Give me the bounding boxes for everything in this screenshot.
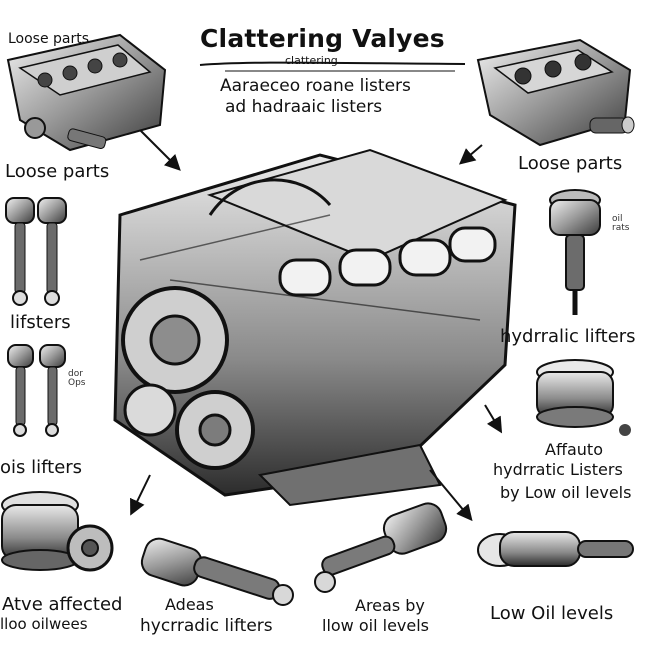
subtitle-3: ad hadraaic listers (225, 97, 383, 117)
subtitle-1: clattering (285, 54, 338, 67)
bottom-right-lifter (314, 502, 448, 593)
label-bottom-1-b: lloo oilwees (0, 615, 88, 633)
label-left-mid: lifsters (10, 312, 71, 333)
label-bottom-3-b: llow oil levels (322, 616, 429, 635)
pulleys (121, 286, 255, 470)
label-tiny-right: oil rats (612, 214, 630, 233)
title-underline (199, 61, 466, 72)
label-bottom-4: Low Oil levels (490, 603, 614, 624)
right-hydraulic-lifter (549, 189, 601, 315)
label-tiny-left: dor Ops (68, 369, 86, 388)
label-top-left: Loose parts (8, 31, 90, 47)
label-bottom-2-a: Adeas (165, 595, 214, 614)
engine-top-left (6, 33, 167, 152)
label-left-low: ois lifters (0, 457, 83, 478)
diagram-title: Clattering Valyes (200, 24, 445, 53)
right-lower-part (536, 359, 631, 436)
label-left-upper: Loose parts (5, 161, 110, 182)
cylinder-ports (278, 226, 497, 297)
label-bottom-3-a: Areas by (355, 596, 425, 615)
label-bottom-2-b: hycrradic lifters (140, 616, 273, 636)
label-right-low-2: hydrratic Listers (493, 460, 623, 479)
label-right-low-3: by Low oil levels (500, 483, 632, 502)
label-bottom-1-a: Atve affected (2, 594, 123, 615)
engine-top-right (476, 38, 635, 147)
left-lifters-lower (7, 344, 66, 437)
main-engine-block (113, 148, 517, 507)
label-right-low-1: Affauto (545, 440, 603, 459)
arrows (130, 129, 503, 522)
bottom-left-parts (1, 491, 114, 572)
label-right-upper: Loose parts (518, 153, 623, 174)
label-right-mid: hydrralic lifters (500, 326, 636, 347)
bottom-middle-lifter (140, 537, 294, 606)
far-bottom-right-part (477, 531, 634, 567)
subtitle-2: Aaraeceo roane listers (220, 76, 411, 96)
left-lifters-upper (5, 197, 67, 306)
